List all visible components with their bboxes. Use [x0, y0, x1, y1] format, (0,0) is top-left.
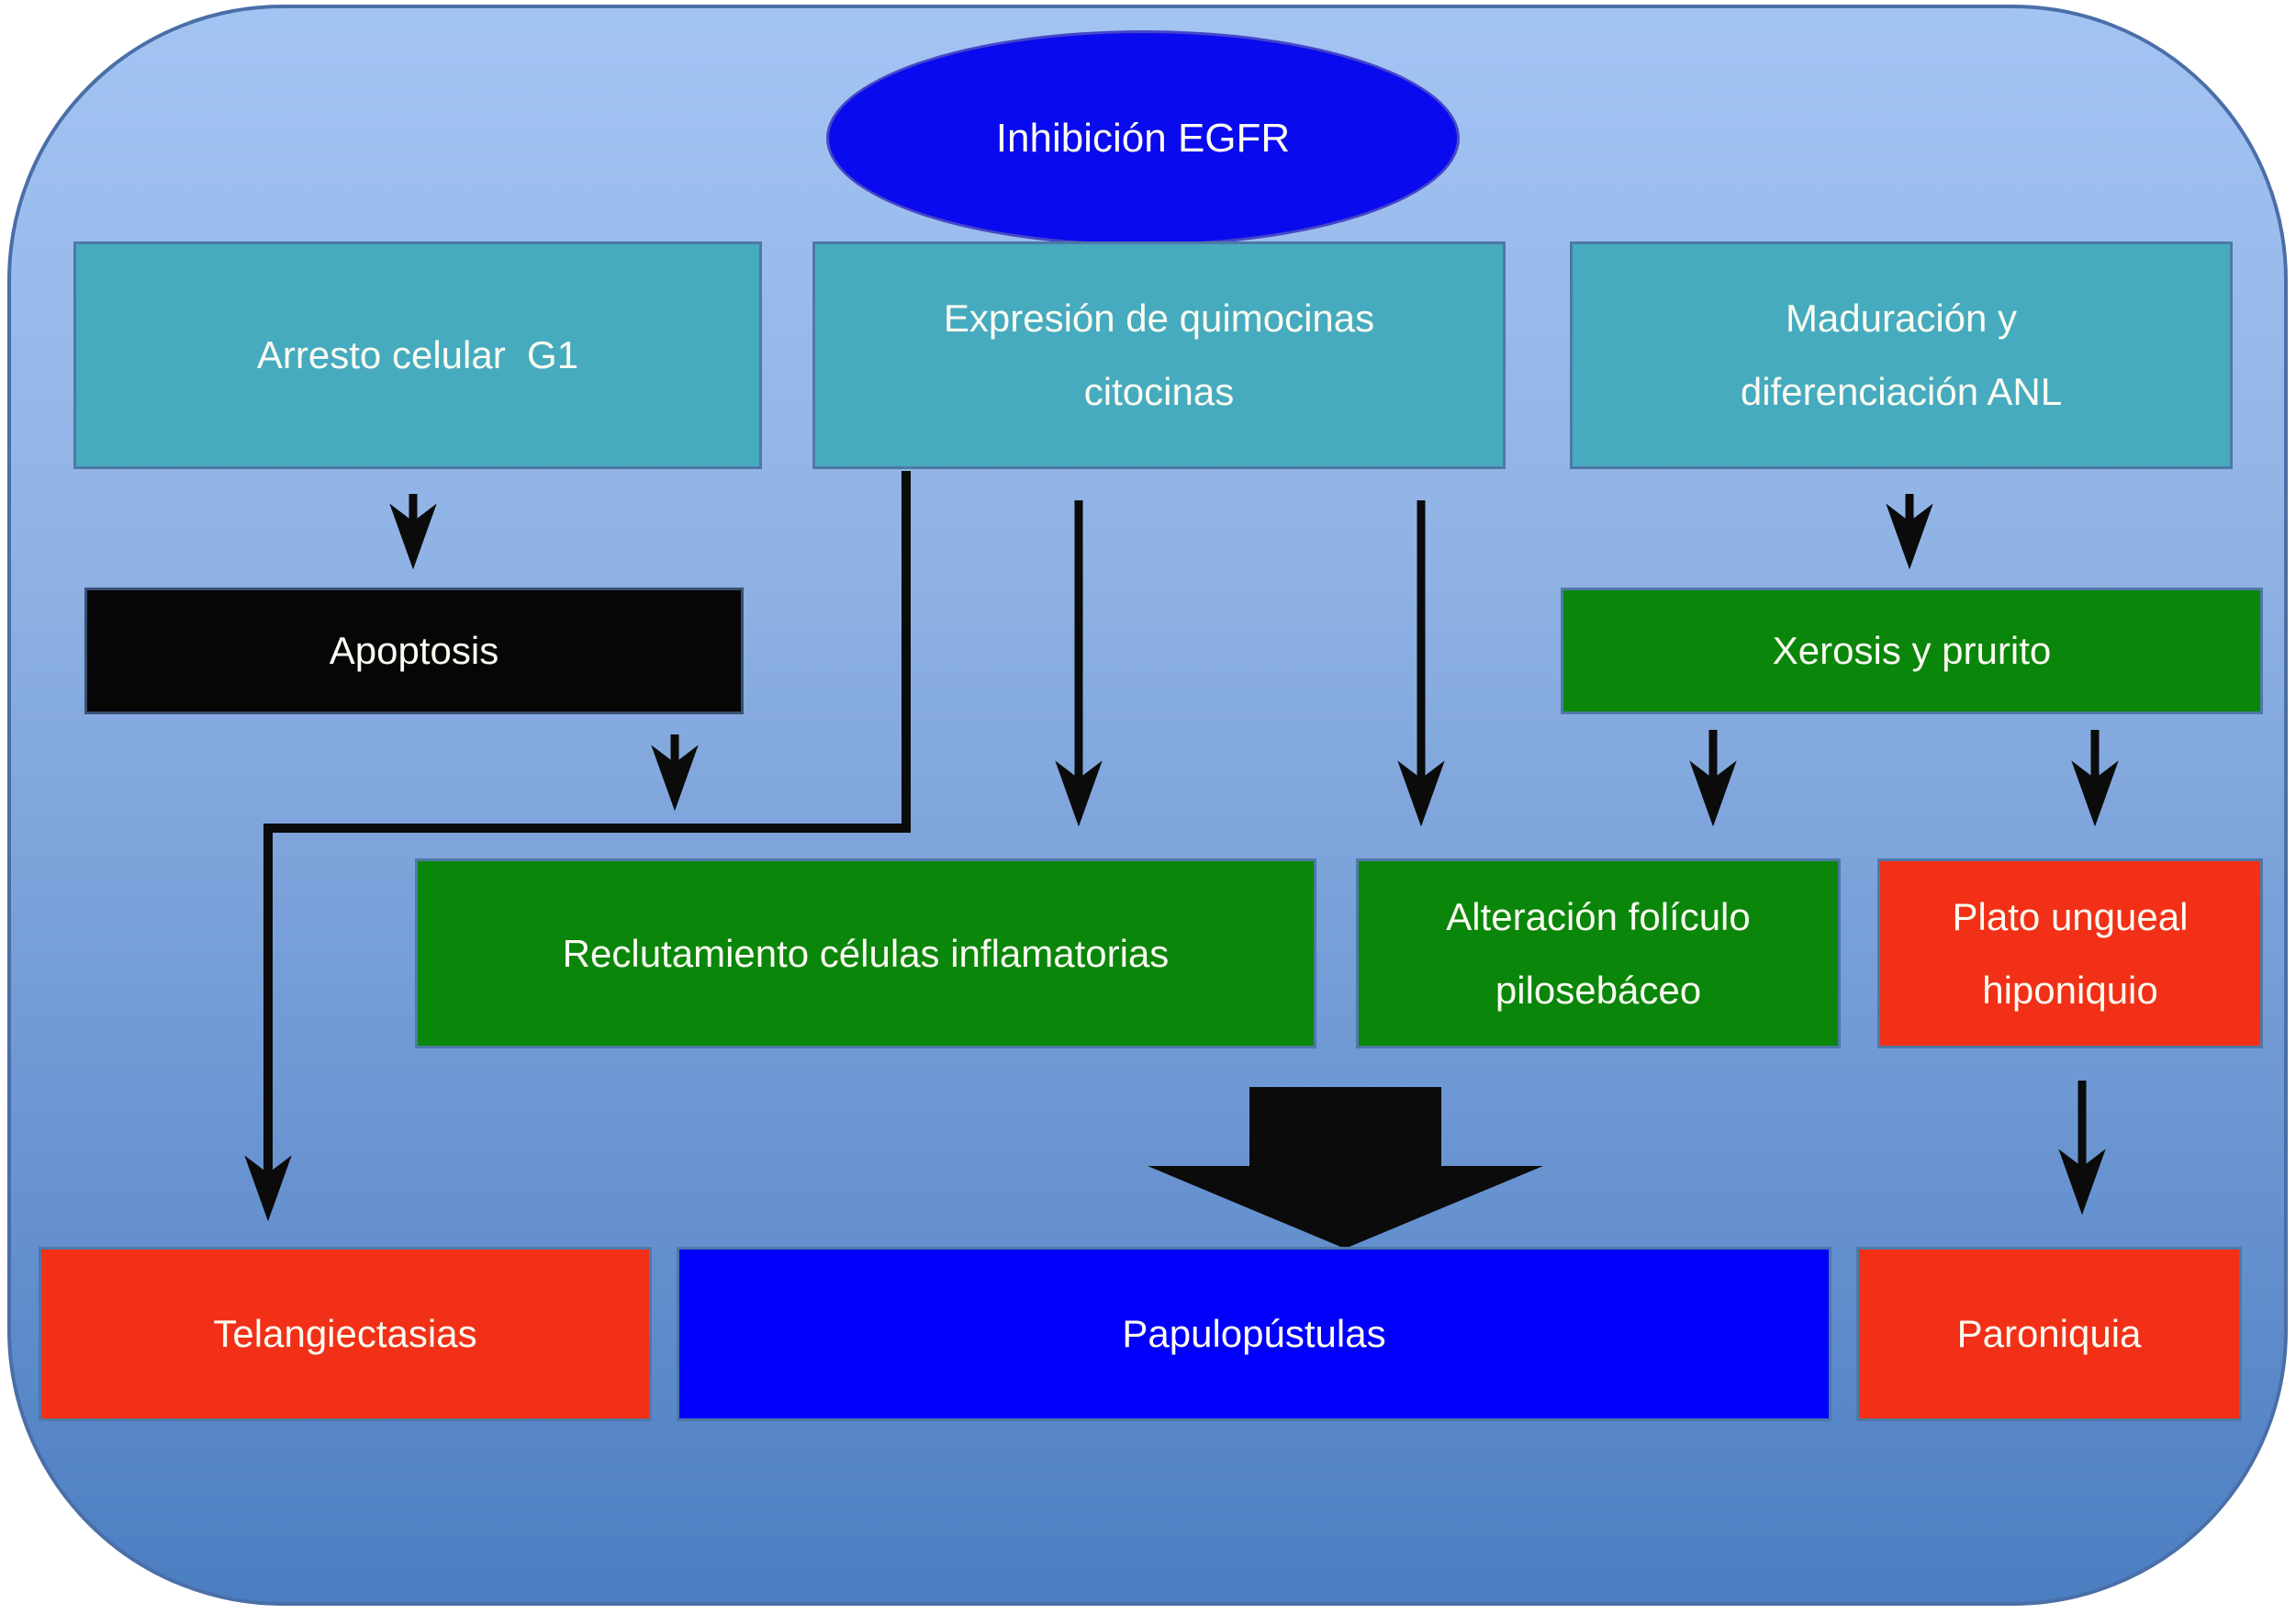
- node-paroniquia: Paroniquia: [1856, 1247, 2242, 1421]
- node-label: Telangiectasias: [213, 1312, 477, 1356]
- node-telangiectasias: Telangiectasias: [39, 1247, 652, 1421]
- node-label: Papulopústulas: [1122, 1312, 1386, 1356]
- node-expresion-quimocinas: Expresión de quimocinas citocinas: [812, 241, 1506, 469]
- node-label: Expresión de quimocinas citocinas: [943, 297, 1385, 413]
- node-maduracion-diferenciacion: Maduración y diferenciación ANL: [1570, 241, 2233, 469]
- node-label: Arresto celular G1: [256, 333, 579, 377]
- node-plato-ungueal: Plato ungueal hiponiquio: [1877, 858, 2263, 1048]
- node-label: Maduración y diferenciación ANL: [1740, 297, 2063, 413]
- node-alteracion-foliculo: Alteración folículo pilosebáceo: [1356, 858, 1841, 1048]
- node-label: Xerosis y prurito: [1772, 629, 2052, 673]
- node-label: Inhibición EGFR: [995, 115, 1291, 161]
- node-reclutamiento-celulas: Reclutamiento células inflamatorias: [415, 858, 1316, 1048]
- node-arresto-celular-g1: Arresto celular G1: [73, 241, 762, 469]
- node-xerosis-prurito: Xerosis y prurito: [1561, 588, 2263, 714]
- node-papulopustulas: Papulopústulas: [677, 1247, 1831, 1421]
- node-apoptosis: Apoptosis: [84, 588, 744, 714]
- node-label: Alteración folículo pilosebáceo: [1446, 894, 1762, 1012]
- node-label: Apoptosis: [329, 629, 499, 673]
- node-inhibicion-egfr: Inhibición EGFR: [826, 30, 1460, 246]
- node-label: Paroniquia: [1956, 1312, 2142, 1356]
- node-label: Reclutamiento células inflamatorias: [562, 931, 1170, 975]
- node-label: Plato ungueal hiponiquio: [1952, 894, 2200, 1012]
